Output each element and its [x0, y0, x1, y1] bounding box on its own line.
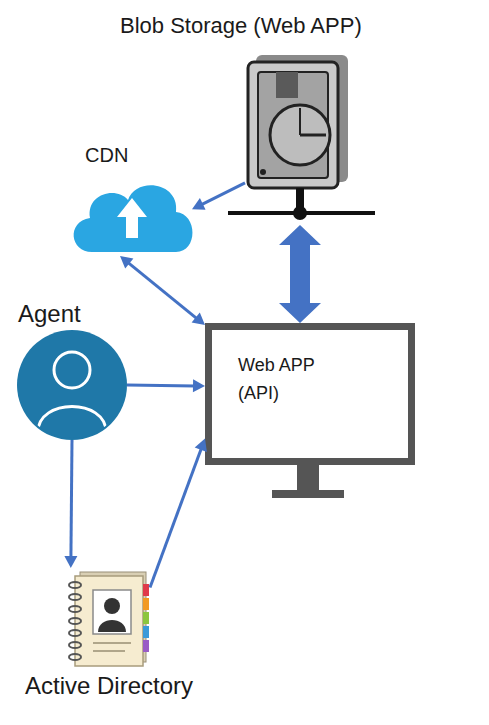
arrow-head — [120, 256, 133, 269]
connector-arrow — [120, 256, 205, 325]
connector-arrow — [150, 439, 207, 588]
cloud-icon — [74, 185, 193, 252]
address-book-icon — [69, 572, 149, 666]
node-label: Active Directory — [25, 672, 305, 701]
connector-arrow — [64, 440, 77, 568]
directory-book: Active Directory — [62, 568, 150, 666]
double-arrow — [279, 225, 321, 323]
arrow-head — [192, 198, 206, 210]
connector-line — [71, 440, 72, 558]
connector-arrow — [192, 183, 245, 210]
connector-line — [150, 448, 202, 588]
web-app-monitor: Web APP (API) — [205, 323, 415, 498]
arrow-head — [192, 313, 205, 326]
server-icon — [248, 55, 348, 188]
connector-line — [128, 262, 197, 319]
connector-line — [201, 183, 245, 205]
agent-person: Agent — [17, 330, 127, 440]
connector-arrow — [127, 379, 205, 392]
connector-line — [127, 384, 195, 388]
arrow-head — [195, 439, 207, 453]
storage-server: Blob Storage (Web APP) — [245, 60, 345, 225]
node-label: Agent — [18, 300, 138, 329]
node-label: Web APP (API) — [238, 351, 333, 407]
cdn-cloud: CDN — [72, 178, 192, 256]
monitor-icon — [209, 327, 412, 499]
double-arrow-shape — [279, 225, 321, 323]
person-icon — [17, 330, 127, 440]
arrow-head — [193, 379, 205, 392]
arrow-head — [64, 556, 77, 568]
node-label: CDN — [85, 143, 185, 167]
network-stand — [228, 188, 375, 220]
node-label: Blob Storage (Web APP) — [120, 13, 480, 39]
